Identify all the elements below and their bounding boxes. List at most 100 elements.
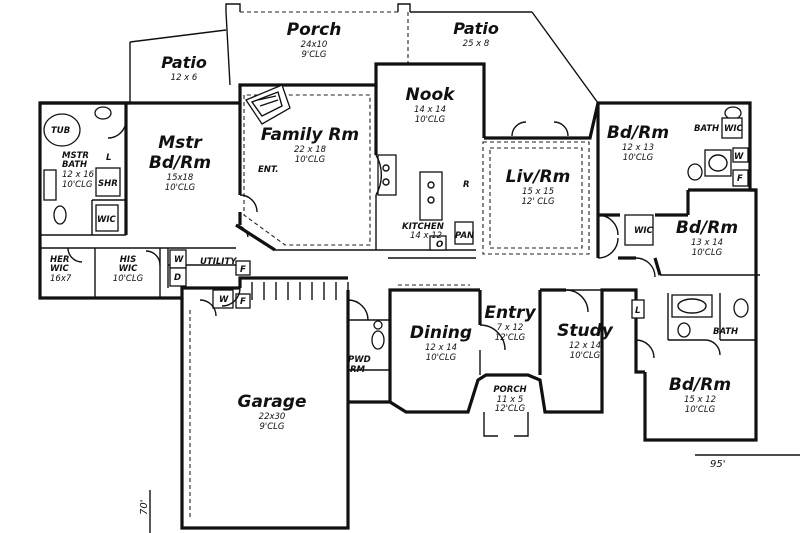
- svg-text:15 x 15: 15 x 15: [522, 187, 554, 197]
- svg-text:RM: RM: [350, 365, 366, 375]
- svg-text:12 x 6: 12 x 6: [171, 73, 198, 83]
- room-dining: Dining 12 x 14 10'CLG: [410, 323, 472, 363]
- svg-text:Garage: Garage: [238, 392, 307, 412]
- f-tag-1: F: [240, 265, 246, 275]
- l-tag-study: L: [635, 306, 640, 316]
- svg-text:10'CLG: 10'CLG: [62, 180, 93, 190]
- room-her-wic: HER WIC 16x7: [50, 255, 72, 284]
- svg-text:Bd/Rm: Bd/Rm: [607, 123, 669, 143]
- fridge-icon: [429, 235, 447, 251]
- svg-text:10'CLG: 10'CLG: [685, 405, 716, 415]
- range-icon: [377, 154, 397, 196]
- room-patio-right: Patio 25 x 8: [453, 19, 499, 49]
- fireplace-icon: [245, 84, 291, 125]
- svg-text:15x18: 15x18: [167, 173, 194, 183]
- bath-tag-2: BATH: [713, 327, 738, 337]
- d-tag: D: [174, 273, 181, 283]
- r-tag: R: [463, 180, 470, 190]
- svg-text:9'CLG: 9'CLG: [259, 422, 284, 432]
- svg-text:HER: HER: [50, 255, 69, 265]
- bath-tag-1: BATH: [694, 124, 719, 134]
- svg-text:10'CLG: 10'CLG: [623, 153, 654, 163]
- svg-text:25 x 8: 25 x 8: [463, 39, 490, 49]
- back-porch-outline: [225, 3, 599, 104]
- stairs: [251, 282, 529, 437]
- svg-text:12 x 13: 12 x 13: [622, 143, 654, 153]
- w-tag-1: W: [174, 255, 184, 265]
- room-porch-back: Porch 24x10 9'CLG: [287, 20, 342, 60]
- room-garage: Garage 22x30 9'CLG: [238, 392, 307, 432]
- room-study: Study 12 x 14 10'CLG: [557, 321, 614, 361]
- svg-text:PWD: PWD: [348, 355, 371, 365]
- doors: [67, 119, 721, 359]
- svg-text:Liv/Rm: Liv/Rm: [506, 167, 571, 187]
- wic-tag-bed2: WIC: [634, 226, 654, 236]
- room-porch-front: PORCH 11 x 5 12'CLG: [493, 385, 526, 414]
- svg-text:10'CLG: 10'CLG: [113, 274, 144, 284]
- svg-text:10'CLG: 10'CLG: [415, 115, 446, 125]
- svg-text:12'CLG: 12'CLG: [495, 404, 526, 414]
- svg-text:Nook: Nook: [406, 85, 457, 105]
- room-patio-left: Patio 12 x 6: [161, 53, 207, 83]
- svg-text:22 x 18: 22 x 18: [294, 145, 327, 155]
- l-tag: L: [106, 153, 111, 163]
- kitchen-island: [419, 171, 443, 221]
- f-tag-2: F: [240, 297, 246, 307]
- sink-icon: [94, 106, 112, 120]
- svg-text:HIS: HIS: [120, 255, 136, 265]
- svg-text:Entry: Entry: [484, 303, 536, 323]
- overall-width-label: 95': [710, 459, 725, 470]
- room-pwd: PWD RM: [348, 355, 371, 375]
- svg-text:Dining: Dining: [410, 323, 472, 343]
- svg-text:Study: Study: [557, 321, 614, 341]
- svg-text:24x10: 24x10: [301, 40, 328, 50]
- svg-text:13 x 14: 13 x 14: [691, 238, 723, 248]
- w-tag-bath1: W: [734, 152, 744, 162]
- fixtures: [43, 84, 749, 350]
- room-entry: Entry 7 x 12 12'CLG: [484, 303, 536, 343]
- svg-text:7 x 12: 7 x 12: [497, 323, 524, 333]
- svg-text:Bd/Rm: Bd/Rm: [669, 375, 731, 395]
- pan-tag: PAN: [455, 231, 474, 241]
- pwd-toilet-icon: [371, 330, 385, 350]
- svg-text:14 x 14: 14 x 14: [414, 105, 446, 115]
- svg-text:12 x 16: 12 x 16: [62, 170, 95, 180]
- svg-text:Porch: Porch: [287, 20, 342, 40]
- room-bedroom-3: Bd/Rm 15 x 12 10'CLG: [669, 375, 731, 415]
- room-his-wic: HIS WIC 10'CLG: [113, 255, 144, 284]
- svg-text:10'CLG: 10'CLG: [692, 248, 723, 258]
- shr-tag: SHR: [98, 179, 118, 189]
- w-tag-2: W: [219, 295, 229, 305]
- svg-text:12 x 14: 12 x 14: [569, 341, 601, 351]
- svg-text:10'CLG: 10'CLG: [165, 183, 196, 193]
- svg-text:KITCHEN: KITCHEN: [402, 222, 444, 232]
- svg-text:Bd/Rm: Bd/Rm: [149, 153, 211, 173]
- svg-text:Mstr: Mstr: [158, 133, 203, 153]
- svg-text:Family Rm: Family Rm: [261, 125, 359, 145]
- wic-tag-master: WIC: [97, 215, 117, 225]
- room-family: Family Rm 22 x 18 10'CLG: [261, 125, 359, 165]
- overall-depth-label: 70': [139, 500, 150, 515]
- svg-text:PORCH: PORCH: [493, 385, 526, 395]
- ent-tag: ENT.: [258, 165, 279, 175]
- tub-icon: [43, 113, 81, 147]
- svg-text:BATH: BATH: [62, 160, 87, 170]
- room-bedroom-1: Bd/Rm 12 x 13 10'CLG: [607, 123, 669, 163]
- shower-icon: [95, 167, 121, 197]
- svg-text:12'CLG: 12'CLG: [495, 333, 526, 343]
- f-tag-bath1: F: [737, 174, 743, 184]
- svg-text:WIC: WIC: [119, 264, 139, 274]
- wic-tag-bath1: WIC: [724, 124, 744, 134]
- svg-text:22x30: 22x30: [259, 412, 286, 422]
- svg-text:11 x 5: 11 x 5: [497, 395, 524, 405]
- svg-text:10'CLG: 10'CLG: [295, 155, 326, 165]
- room-nook: Nook 14 x 14 10'CLG: [406, 85, 457, 125]
- svg-text:Bd/Rm: Bd/Rm: [676, 218, 738, 238]
- room-bedroom-2: Bd/Rm 13 x 14 10'CLG: [676, 218, 738, 258]
- tub-tag: TUB: [51, 126, 70, 136]
- utility-tag: UTILITY: [200, 257, 237, 267]
- room-master: Mstr Bd/Rm 15x18 10'CLG: [149, 133, 211, 193]
- svg-text:10'CLG: 10'CLG: [570, 351, 601, 361]
- svg-text:12 x 14: 12 x 14: [425, 343, 457, 353]
